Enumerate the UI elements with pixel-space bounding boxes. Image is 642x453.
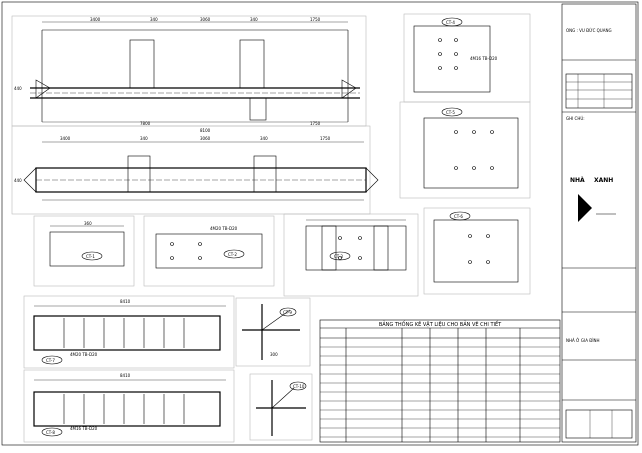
svg-text:4M20 TB-D20: 4M20 TB-D20 <box>70 352 98 357</box>
detail-plate-8: CT-6 <box>423 207 531 295</box>
svg-text:CT-5: CT-5 <box>446 110 455 115</box>
svg-text:CT-4: CT-4 <box>446 20 455 25</box>
company-name: ONG : VU ĐỨC QUANG <box>566 28 612 33</box>
svg-text:8410: 8410 <box>120 373 131 378</box>
svg-text:7800: 7800 <box>140 121 151 126</box>
detail-plate-4: 4M20 TB-D20 CT-2 <box>143 215 275 287</box>
svg-text:3400: 3400 <box>90 17 101 22</box>
table-title: BẢNG THỐNG KÊ VẬT LIỆU CHO BẢN VẼ CHI TI… <box>379 320 502 328</box>
svg-text:440: 440 <box>14 178 22 183</box>
svg-text:440: 440 <box>14 86 22 91</box>
svg-text:3400: 3400 <box>60 136 71 141</box>
project-location: NHÀ Ở GIA ĐÌNH <box>566 338 600 343</box>
svg-text:CT-7: CT-7 <box>46 358 55 363</box>
detail-joint-11: CT-9 300 <box>235 297 311 367</box>
detail-plate-7: CT-5 <box>399 101 531 199</box>
svg-text:300: 300 <box>270 352 278 357</box>
svg-text:1750: 1750 <box>310 121 321 126</box>
svg-text:1750: 1750 <box>320 136 331 141</box>
detail-beam-9: 8410 CT-7 4M20 TB-D20 <box>23 295 235 369</box>
detail-beam-2: 3400 340 3060 340 1750 8100 440 <box>11 125 379 215</box>
svg-text:340: 340 <box>250 17 258 22</box>
title-block: ONG : VU ĐỨC QUANG GHI CHÚ: NHÀ XANH NHÀ… <box>561 3 637 443</box>
svg-text:3060: 3060 <box>200 136 211 141</box>
svg-text:8410: 8410 <box>120 299 131 304</box>
svg-text:1750: 1750 <box>310 17 321 22</box>
detail-column-5: CT-3 <box>283 213 419 297</box>
svg-text:4M16 TB-D20: 4M16 TB-D20 <box>470 56 498 61</box>
svg-text:CT-6: CT-6 <box>454 214 463 219</box>
svg-text:340: 340 <box>150 17 158 22</box>
svg-text:CT-9: CT-9 <box>283 310 292 315</box>
svg-text:340: 340 <box>260 136 268 141</box>
svg-text:CT-10: CT-10 <box>293 384 305 389</box>
svg-text:3060: 3060 <box>200 17 211 22</box>
detail-plate-6: CT-4 4M16 TB-D20 <box>403 13 531 103</box>
detail-plate-3: 360 CT-1 <box>33 215 135 287</box>
svg-text:CT-3: CT-3 <box>334 254 343 259</box>
sheet-border <box>1 1 639 446</box>
table-rows <box>320 346 560 438</box>
svg-text:4M20 TB-D20: 4M20 TB-D20 <box>210 226 238 231</box>
notes-heading: GHI CHÚ: <box>566 116 585 121</box>
svg-text:CT-2: CT-2 <box>228 252 237 257</box>
table-columns <box>345 328 521 442</box>
detail-joint-12: CT-10 <box>249 373 313 441</box>
svg-text:360: 360 <box>84 221 92 226</box>
svg-text:CT-8: CT-8 <box>46 430 55 435</box>
logo-text-right: XANH <box>594 177 613 184</box>
detail-beam-1: 3400 340 3060 340 1750 7800 1750 440 <box>11 15 367 127</box>
svg-text:340: 340 <box>140 136 148 141</box>
svg-text:8100: 8100 <box>200 128 211 133</box>
material-table: BẢNG THỐNG KÊ VẬT LIỆU CHO BẢN VẼ CHI TI… <box>319 319 561 443</box>
logo-text-left: NHÀ <box>570 177 585 184</box>
logo-mark <box>578 194 592 222</box>
svg-text:4M16 TB-D20: 4M16 TB-D20 <box>70 426 98 431</box>
svg-text:CT-1: CT-1 <box>86 254 95 259</box>
detail-beam-10: 8410 CT-8 4M16 TB-D20 <box>23 369 235 443</box>
